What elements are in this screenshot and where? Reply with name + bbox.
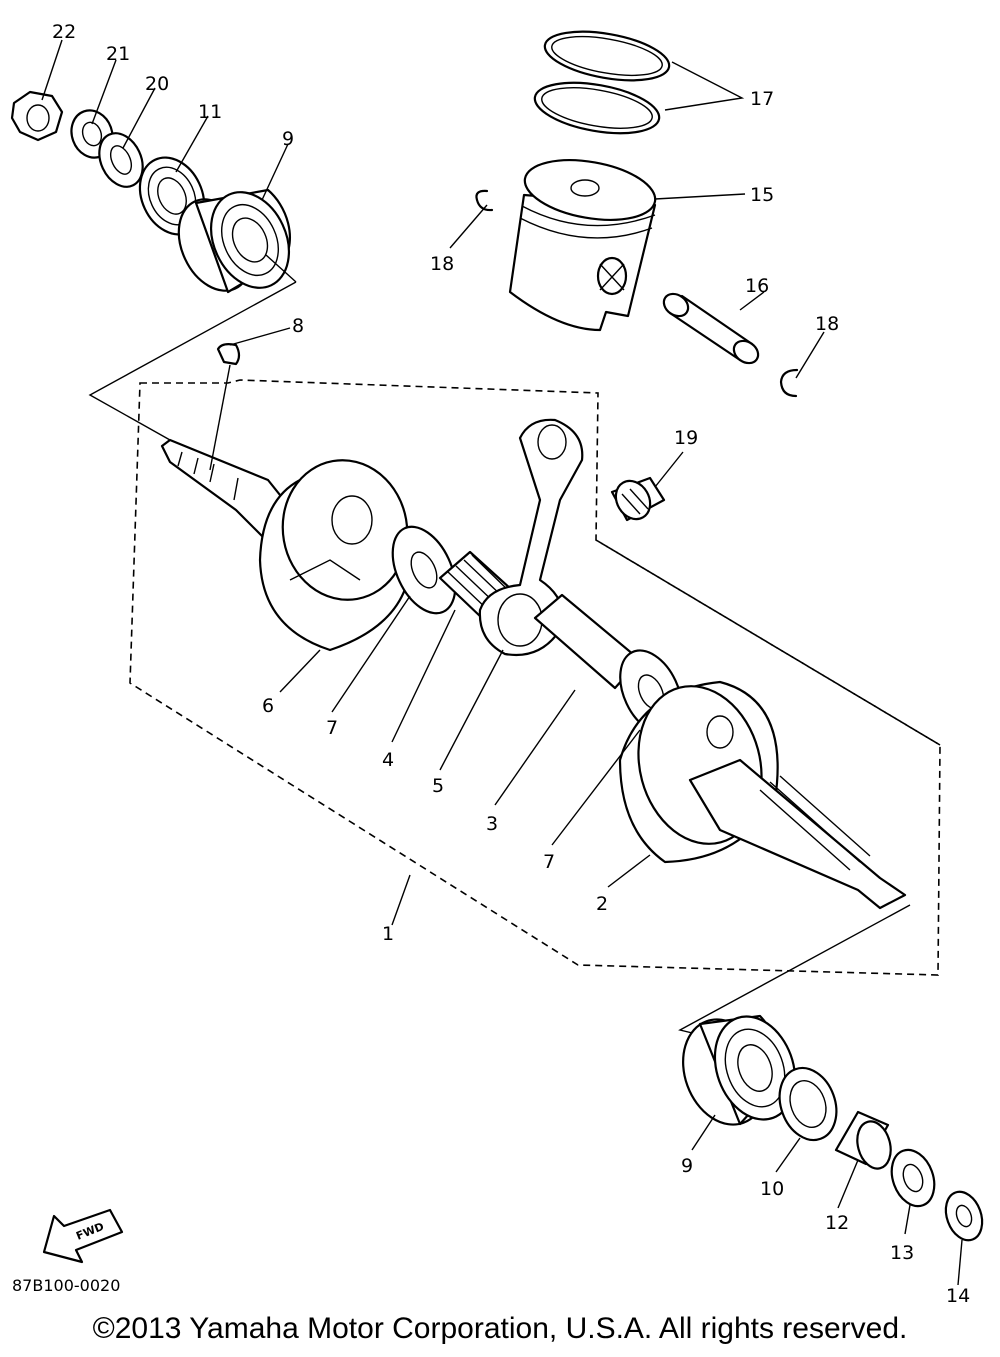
callout-10: 10 [760,1178,784,1200]
callout-20: 20 [145,73,169,95]
fwd-arrow-icon: FWD [42,1208,124,1264]
crankshaft-right-shaft [688,758,907,910]
callout-14: 14 [946,1285,970,1307]
diagram-code: 87B100-0020 [12,1276,121,1295]
callout-4: 4 [382,749,394,771]
callout-22: 22 [52,21,76,43]
washer-20 [98,132,144,188]
washer-13 [890,1148,936,1208]
callout-18-right: 18 [815,313,839,335]
callout-11: 11 [198,101,222,123]
nut-22 [10,90,64,142]
callout-16: 16 [745,275,769,297]
piston-rings-17 [533,30,671,135]
callout-5: 5 [432,775,444,797]
oil-seal-10 [778,1066,838,1142]
clip-18-right [779,368,799,398]
leader-lines [41,39,963,1286]
spacer-12 [834,1110,892,1170]
piston-15 [508,159,657,332]
thrust-washer-7-left [391,525,457,615]
bearing-9-upper [177,188,291,294]
clip-18-left [475,189,494,212]
small-end-bearing-19 [610,476,666,522]
callout-9-lower: 9 [681,1155,693,1177]
callout-19: 19 [674,427,698,449]
crank-web-left-6 [258,459,413,652]
copyright-notice: ©2013 Yamaha Motor Corporation, U.S.A. A… [92,1312,908,1345]
callout-numbers: 22 21 20 11 9 17 15 18 16 18 8 19 6 7 4 … [52,21,970,1307]
callout-17: 17 [750,88,774,110]
washer-14 [944,1190,984,1242]
callout-13: 13 [890,1242,914,1264]
callout-1: 1 [382,923,394,945]
callout-2: 2 [596,893,608,915]
bearing-link-upper [88,254,297,441]
callout-7-right: 7 [543,851,555,873]
callout-12: 12 [825,1212,849,1234]
callout-7-left: 7 [326,717,338,739]
assembly-dash-bracket [595,539,941,746]
callout-9-upper: 9 [282,128,294,150]
callout-6: 6 [262,695,274,717]
piston-pin-16 [662,292,760,365]
woodruff-key-8 [216,343,241,366]
bearing-9-lower [682,1014,797,1126]
callout-15: 15 [750,184,774,206]
crankshaft-assembly-outline [129,379,941,976]
callout-3: 3 [486,813,498,835]
callout-8: 8 [292,315,304,337]
callout-18-left: 18 [430,253,454,275]
callout-21: 21 [106,43,130,65]
